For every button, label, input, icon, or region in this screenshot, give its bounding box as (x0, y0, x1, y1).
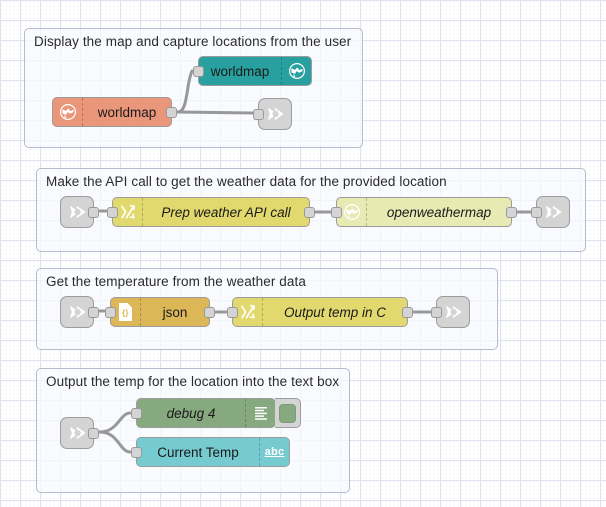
node-output-port[interactable] (204, 306, 215, 318)
node-icon-cell (281, 57, 311, 85)
node-label: json (162, 304, 188, 320)
node-label: worldmap (97, 104, 157, 120)
change-arrows-icon (119, 203, 137, 221)
link-out-temp[interactable] (431, 296, 470, 328)
globe-icon (288, 62, 306, 80)
svg-text:{}: {} (122, 308, 129, 318)
node-icon-cell: abc (259, 438, 289, 466)
globe-icon (343, 203, 361, 221)
node-input-port[interactable] (253, 108, 264, 120)
json-braces-icon: {} (117, 302, 134, 322)
link-out-icon (264, 103, 286, 125)
node-label: Prep weather API call (161, 204, 291, 220)
node-label: debug 4 (166, 405, 216, 421)
node-output-port[interactable] (88, 306, 99, 318)
node-output-port[interactable] (88, 427, 99, 439)
debug-toggle-indicator (279, 403, 296, 423)
node-icon-cell (245, 399, 275, 427)
group-label: Get the temperature from the weather dat… (46, 274, 306, 289)
node-icon-cell: {} (111, 298, 141, 326)
node-input-port[interactable] (227, 306, 238, 318)
node-openweathermap[interactable]: openweathermap (331, 197, 517, 227)
node-icon-cell (53, 98, 83, 126)
link-in-temp[interactable] (60, 296, 99, 328)
group-label: Display the map and capture locations fr… (34, 34, 352, 49)
debug-enable-toggle[interactable] (275, 398, 301, 428)
node-input-port[interactable] (105, 306, 116, 318)
link-in-api[interactable] (60, 196, 99, 228)
node-icon-cell (233, 298, 263, 326)
node-worldmap-in[interactable]: worldmap (52, 97, 177, 127)
link-out-icon (542, 201, 564, 223)
node-input-port[interactable] (531, 206, 542, 218)
link-out-api[interactable] (531, 196, 570, 228)
link-out-map[interactable] (253, 98, 292, 130)
node-debug-4[interactable]: debug 4 (131, 398, 301, 428)
globe-icon (59, 103, 77, 121)
node-label: Current Temp (157, 444, 239, 460)
node-input-port[interactable] (131, 446, 142, 458)
node-icon-cell (337, 198, 367, 226)
abc-icon: abc (264, 446, 285, 458)
node-label: worldmap (210, 63, 270, 79)
link-in-icon (66, 201, 88, 223)
node-output-port[interactable] (506, 206, 517, 218)
node-input-port[interactable] (131, 407, 142, 419)
link-in-output[interactable] (60, 417, 99, 449)
node-icon-cell (113, 198, 143, 226)
node-current-temp[interactable]: Current Temp abc (131, 437, 290, 467)
node-prep-weather-api-call[interactable]: Prep weather API call (107, 197, 315, 227)
group-label: Make the API call to get the weather dat… (46, 174, 447, 189)
link-out-icon (442, 301, 464, 323)
link-in-icon (66, 301, 88, 323)
node-output-temp-in-c[interactable]: Output temp in C (227, 297, 413, 327)
node-output-port[interactable] (88, 206, 99, 218)
node-label: Output temp in C (283, 304, 387, 320)
change-arrows-icon (239, 303, 257, 321)
node-input-port[interactable] (193, 65, 204, 77)
node-worldmap-out[interactable]: worldmap (193, 56, 312, 86)
node-input-port[interactable] (431, 306, 442, 318)
node-output-port[interactable] (166, 106, 177, 118)
node-json[interactable]: {} json (105, 297, 215, 327)
debug-lines-icon (252, 404, 270, 422)
node-input-port[interactable] (107, 206, 118, 218)
node-output-port[interactable] (304, 206, 315, 218)
group-label: Output the temp for the location into th… (46, 374, 340, 389)
group-display-map[interactable]: Display the map and capture locations fr… (24, 28, 363, 148)
link-in-icon (66, 422, 88, 444)
node-label: openweathermap (386, 204, 492, 220)
node-output-port[interactable] (402, 306, 413, 318)
node-input-port[interactable] (331, 206, 342, 218)
group-output-temp[interactable]: Output the temp for the location into th… (36, 368, 350, 493)
